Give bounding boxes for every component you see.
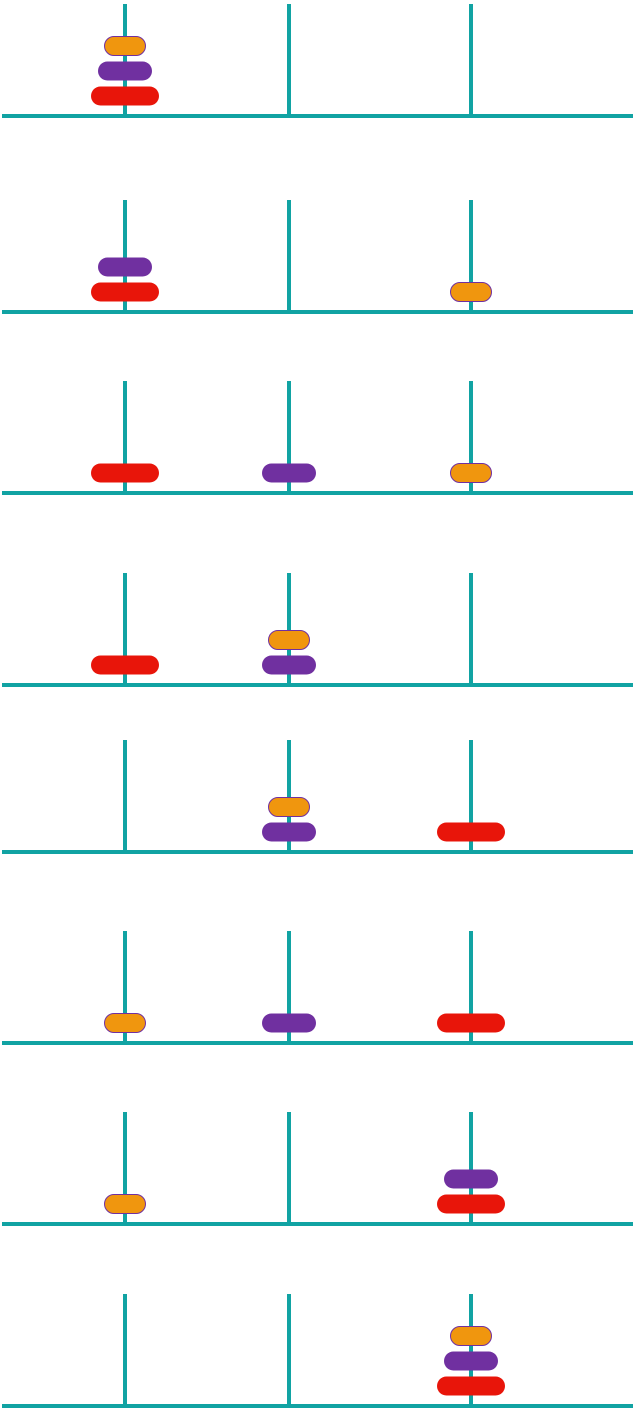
- disk-small: [268, 630, 310, 650]
- disk-large: [91, 86, 159, 106]
- disk-small: [104, 36, 146, 56]
- disk-large: [91, 655, 159, 675]
- hanoi-step-4: [2, 573, 633, 687]
- disk-small: [450, 1326, 492, 1346]
- hanoi-step-2: [2, 200, 633, 314]
- hanoi-step-8: [2, 1294, 633, 1408]
- hanoi-step-7: [2, 1112, 633, 1226]
- disk-small: [104, 1194, 146, 1214]
- disk-medium: [262, 1013, 316, 1033]
- disk-small: [104, 1013, 146, 1033]
- disk-medium: [262, 655, 316, 675]
- disk-large: [437, 1376, 505, 1396]
- disk-medium: [444, 1351, 498, 1371]
- disk-medium: [262, 822, 316, 842]
- disk-large: [437, 1194, 505, 1214]
- disk-large: [437, 1013, 505, 1033]
- disk-medium: [262, 463, 316, 483]
- disk-medium: [98, 257, 152, 277]
- disk-small: [268, 797, 310, 817]
- hanoi-step-1: [2, 4, 633, 118]
- disk-small: [450, 282, 492, 302]
- disk-medium: [98, 61, 152, 81]
- disk-large: [437, 822, 505, 842]
- hanoi-step-3: [2, 381, 633, 495]
- hanoi-step-5: [2, 740, 633, 854]
- disk-large: [91, 282, 159, 302]
- disk-medium: [444, 1169, 498, 1189]
- hanoi-step-6: [2, 931, 633, 1045]
- disk-large: [91, 463, 159, 483]
- disk-small: [450, 463, 492, 483]
